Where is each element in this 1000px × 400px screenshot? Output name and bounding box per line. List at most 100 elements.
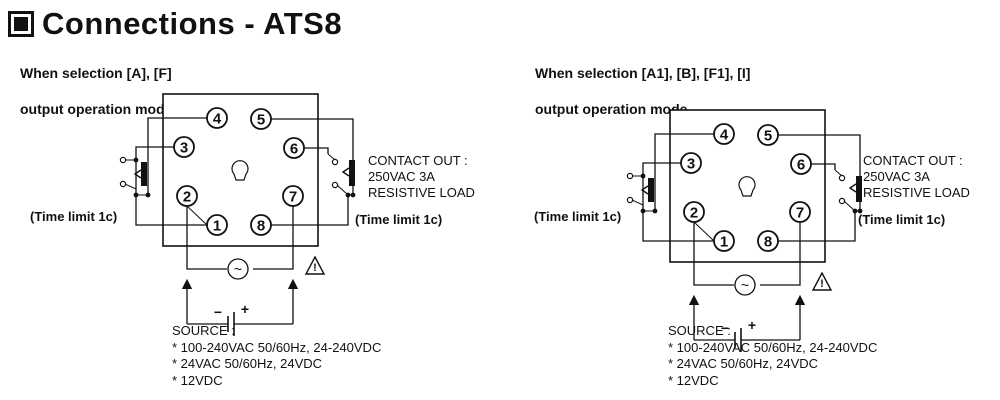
right-wiring-diagram: 1 2 3 4 5 6 7 8 ~ − +! [626, 109, 863, 352]
pin-4-circle [206, 107, 228, 129]
pin-5-circle [250, 108, 272, 130]
page-title: Connections - ATS8 [8, 4, 342, 44]
right-contact-line2: 250VAC 3A [863, 169, 930, 184]
left-mode-line1: When selection [A], [F] [20, 65, 172, 81]
ac-source-icon [227, 258, 249, 280]
pin-7-label: 7 [289, 189, 297, 206]
left-load-arrow-icon [133, 169, 142, 179]
pin-6-circle [283, 137, 305, 159]
wire-pin8-right [271, 195, 349, 226]
dc-plus-label: + [241, 301, 249, 317]
wire-pin5-right [778, 134, 861, 178]
right-contact-link-top [834, 169, 843, 177]
right-source-header: SOURCE : [668, 323, 731, 338]
pin-5-label: 5 [764, 128, 772, 145]
left-contact-nc-terminal [119, 180, 127, 188]
right-load-junction [350, 192, 356, 198]
right-contact-no-terminal [838, 174, 846, 182]
wire-pin6-right [304, 147, 329, 154]
warning-symbol: ! [820, 278, 824, 290]
right-mode-line1: When selection [A1], [B], [F1], [I] [535, 65, 751, 81]
wire-pin7-ac [253, 206, 294, 270]
left-source-item-3: * 12VDC [172, 372, 223, 388]
left-source-header: SOURCE : [172, 323, 235, 338]
pin-7-label: 7 [796, 205, 804, 222]
warning-triangle-icon [304, 255, 326, 275]
left-contact-link-bot [124, 183, 137, 190]
pin-8-label: 8 [764, 234, 772, 251]
pin-5-label: 5 [257, 112, 265, 129]
right-load-icon [349, 160, 355, 186]
left-load-icon [648, 178, 654, 202]
pin-4-circle [713, 123, 735, 145]
left-time-limit-label-a: (Time limit 1c) [30, 209, 118, 224]
pin-3-label: 3 [180, 140, 188, 157]
ac-source-symbol: ~ [741, 277, 749, 293]
left-contact-nc-terminal [626, 196, 634, 204]
dc-minus-label: − [214, 304, 222, 320]
pin-2-circle [176, 185, 198, 207]
left-source-item-2: * 24VAC 50/60Hz, 24VDC [172, 356, 323, 371]
wire-pin1-left [642, 211, 714, 242]
right-load-icon [856, 176, 862, 202]
left-contact-no-terminal [119, 156, 127, 164]
right-contact-no-terminal [331, 158, 339, 166]
left-contact-line3: RESISTIVE LOAD [368, 185, 475, 200]
pin-1-circle [206, 214, 228, 236]
dc-minus-label: − [721, 320, 729, 336]
left-load-icon [141, 162, 147, 186]
right-contact-link-top [327, 153, 336, 161]
pin-8-circle [250, 214, 272, 236]
wire-pin2-ac [186, 206, 227, 270]
right-load-arrow-icon [848, 183, 857, 193]
warning-symbol: ! [313, 262, 317, 274]
right-source-block: SOURCE : * 100-240VAC 50/60Hz, 24-240VDC… [668, 323, 877, 389]
right-time-limit-label-a: (Time limit 1c) [534, 209, 622, 224]
right-contact-nc-terminal [838, 197, 846, 205]
left-source-block: SOURCE : * 100-240VAC 50/60Hz, 24-240VDC… [172, 323, 381, 389]
wire-pin1-left [135, 195, 207, 226]
pin-1-label: 1 [720, 234, 728, 251]
right-source-item-2: * 24VAC 50/60Hz, 24VDC [668, 356, 819, 371]
pin-3-label: 3 [687, 156, 695, 173]
pin-5-circle [757, 124, 779, 146]
left-load-arrow-icon [640, 185, 649, 195]
left-contact-line2: 250VAC 3A [368, 169, 435, 184]
pin-8-circle [757, 230, 779, 252]
wire-pin6-right [811, 163, 836, 170]
pin-4-label: 4 [720, 127, 729, 144]
right-contact-out: CONTACT OUT : 250VAC 3A RESISTIVE LOAD [863, 153, 970, 201]
socket-key-icon [738, 176, 756, 197]
wire-pin4-left [147, 117, 207, 160]
pin-8-label: 8 [257, 218, 265, 235]
right-contact-line3: RESISTIVE LOAD [863, 185, 970, 200]
right-contact-nc-terminal [331, 181, 339, 189]
pin-2-circle [683, 201, 705, 223]
right-load-junction [857, 208, 863, 214]
ac-source-symbol: ~ [234, 261, 242, 277]
left-time-limit-label-b: (Time limit 1c) [355, 212, 443, 227]
dc-plus-label: + [748, 317, 756, 333]
pin-1-circle [713, 230, 735, 252]
pin-2-label: 2 [183, 189, 191, 206]
right-source-item-3: * 12VDC [668, 372, 719, 388]
wire-pin2-ac [693, 222, 734, 286]
pin-7-circle [789, 201, 811, 223]
right-load-arrow-icon [341, 167, 350, 177]
left-contact-link-bot [631, 199, 644, 206]
wire-pin2-pin1 [186, 205, 208, 226]
right-mode-heading: When selection [A1], [B], [F1], [I] outp… [535, 46, 750, 136]
left-contact-no-terminal [626, 172, 634, 180]
right-contact-link-bot [843, 200, 856, 212]
right-contact-line1: CONTACT OUT : [863, 153, 963, 168]
pin-2-label: 2 [690, 205, 698, 222]
wire-pin4-left [654, 133, 714, 176]
left-contact-out: CONTACT OUT : 250VAC 3A RESISTIVE LOAD [368, 153, 475, 201]
pin-6-circle [790, 153, 812, 175]
ac-source-icon [734, 274, 756, 296]
pin-6-label: 6 [797, 157, 805, 174]
left-contact-line1: CONTACT OUT : [368, 153, 468, 168]
wire-pin3-left [135, 146, 174, 159]
wire-pin7-ac [760, 222, 801, 286]
